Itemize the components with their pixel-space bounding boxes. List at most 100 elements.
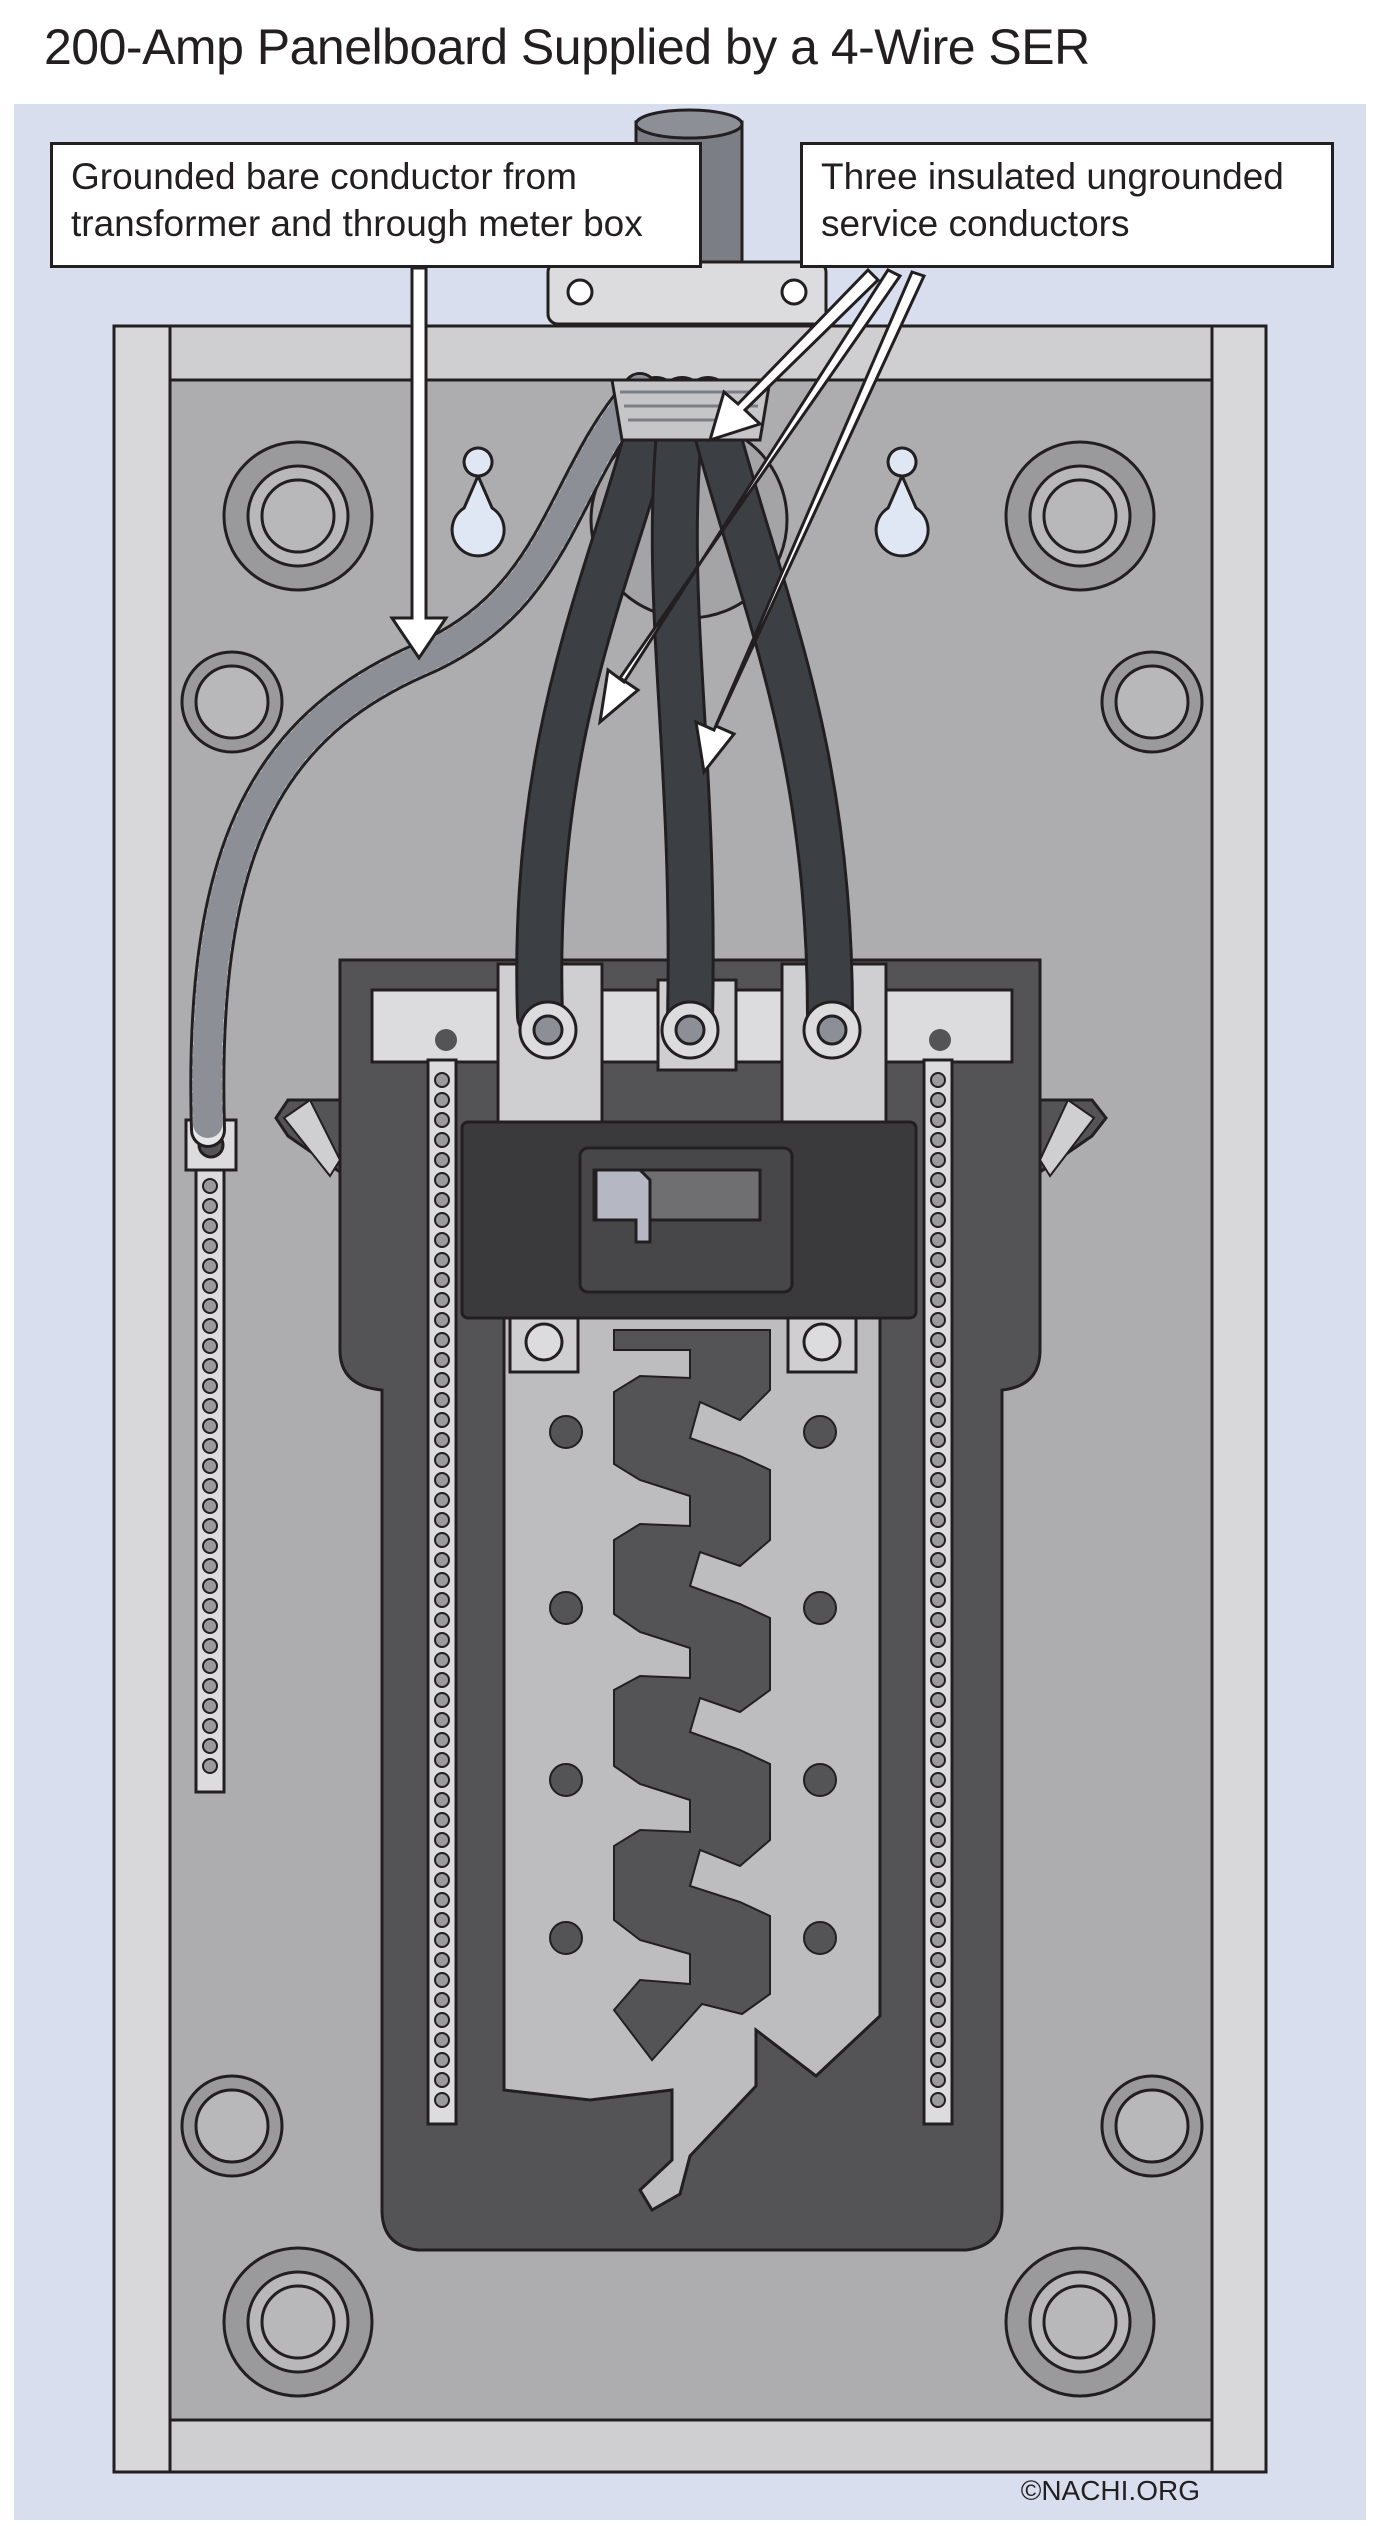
terminal-screw — [930, 1772, 946, 1788]
terminal-screw — [930, 1832, 946, 1848]
terminal-screw — [434, 1192, 450, 1208]
terminal-screw — [202, 1498, 218, 1514]
housing-tab-left-hi — [282, 1098, 342, 1178]
terminal-screw — [434, 1552, 450, 1568]
terminal-screw — [930, 1212, 946, 1228]
terminal-screw — [930, 2012, 946, 2028]
terminal-screw — [930, 1232, 946, 1248]
terminal-screw — [930, 1252, 946, 1268]
terminal-screw — [930, 1972, 946, 1988]
terminal-screw — [202, 1318, 218, 1334]
terminal-screw — [930, 1152, 946, 1168]
callout-grounded-line1: Grounded bare conductor from — [71, 156, 577, 197]
callout-grounded-conductor: Grounded bare conductor from transformer… — [50, 142, 702, 268]
terminal-screw — [434, 1692, 450, 1708]
terminal-screw — [434, 1412, 450, 1428]
terminal-screw — [434, 1752, 450, 1768]
diagram-title: 200-Amp Panelboard Supplied by a 4-Wire … — [44, 19, 1090, 75]
terminal-screw — [434, 1892, 450, 1908]
terminal-screw — [930, 1092, 946, 1108]
terminal-screw — [434, 1272, 450, 1288]
enclosure-side-right — [1210, 324, 1268, 2474]
terminal-screw — [434, 1132, 450, 1148]
callout-service-conductors: Three insulated ungrounded service condu… — [800, 142, 1334, 268]
terminal-screw — [434, 1472, 450, 1488]
terminal-screw — [930, 1992, 946, 2008]
terminal-screw — [930, 1292, 946, 1308]
terminal-screw — [434, 1112, 450, 1128]
terminal-screw — [930, 1572, 946, 1588]
arrow-service-2 — [597, 268, 903, 726]
terminal-screw — [930, 1192, 946, 1208]
terminal-screw — [930, 1712, 946, 1728]
terminal-screw — [930, 1872, 946, 1888]
clamp-screw-right — [780, 278, 808, 306]
knockout-low-right — [1100, 2074, 1204, 2178]
terminal-screw — [930, 1672, 946, 1688]
terminal-screw — [202, 1718, 218, 1734]
terminal-screw — [930, 1952, 946, 1968]
bus-fingers — [612, 1329, 771, 2062]
terminal-screw — [434, 1532, 450, 1548]
terminal-screw — [434, 1252, 450, 1268]
terminal-screw — [434, 1452, 450, 1468]
grounding-bar-screws — [202, 1178, 218, 1774]
terminal-screw — [202, 1478, 218, 1494]
bus-lug-right-screw — [802, 1322, 842, 1362]
terminal-screw — [202, 1618, 218, 1634]
terminal-screw — [434, 2052, 450, 2068]
callout-grounded-line2: transformer and through meter box — [71, 203, 643, 244]
terminal-screw — [202, 1678, 218, 1694]
terminal-screw — [434, 2032, 450, 2048]
knockout-mid-right — [1100, 650, 1204, 754]
terminal-screw — [930, 1112, 946, 1128]
terminal-screw — [434, 1572, 450, 1588]
terminal-screw — [434, 1212, 450, 1228]
terminal-screw — [434, 1292, 450, 1308]
terminal-screw — [434, 2072, 450, 2088]
arrow-ground — [389, 266, 449, 661]
terminal-screw — [930, 1492, 946, 1508]
keyhole-slots — [450, 446, 930, 558]
terminal-screw — [434, 2012, 450, 2028]
terminal-screw — [434, 1612, 450, 1628]
callout-arrows — [389, 266, 927, 776]
terminal-screw — [202, 1658, 218, 1674]
conductor-lug-screws — [518, 1000, 862, 1060]
terminal-screw — [930, 1332, 946, 1348]
service-conductors — [515, 376, 854, 1044]
terminal-screw — [930, 1372, 946, 1388]
terminal-screw — [930, 1792, 946, 1808]
terminal-screw — [202, 1738, 218, 1754]
knockout-top-left — [222, 440, 374, 592]
terminal-screw — [434, 1432, 450, 1448]
terminal-screw — [930, 2072, 946, 2088]
terminal-screw — [202, 1258, 218, 1274]
terminal-screw — [434, 1592, 450, 1608]
terminal-screw — [930, 1072, 946, 1088]
main-breaker-handle — [594, 1168, 652, 1244]
terminal-screw — [930, 2092, 946, 2108]
copyright-credit: ©NACHI.ORG — [1020, 2475, 1200, 2506]
terminal-screw — [202, 1758, 218, 1774]
terminal-screw — [202, 1218, 218, 1234]
terminal-screw — [930, 1392, 946, 1408]
terminal-screw — [930, 1932, 946, 1948]
arrow-service-3 — [694, 270, 927, 776]
terminal-screw — [930, 1352, 946, 1368]
keyhole-left — [450, 446, 506, 558]
terminal-screw — [434, 1652, 450, 1668]
terminal-screw — [930, 2052, 946, 2068]
terminal-screw — [202, 1298, 218, 1314]
terminal-screw — [434, 1772, 450, 1788]
terminal-screw — [434, 1972, 450, 1988]
callout-service-line2: service conductors — [821, 203, 1130, 244]
terminal-screw — [434, 1072, 450, 1088]
terminal-screw — [434, 1792, 450, 1808]
terminal-screw — [930, 1532, 946, 1548]
terminal-screw — [434, 1172, 450, 1188]
terminal-screw — [434, 1832, 450, 1848]
bus-plate-holes — [549, 1415, 837, 1955]
ser-cable-end — [634, 108, 744, 140]
